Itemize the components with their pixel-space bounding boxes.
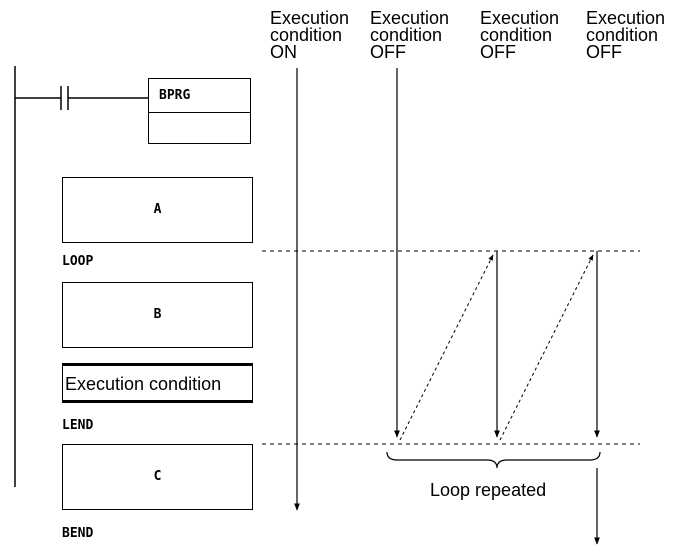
header-line: OFF <box>586 42 622 62</box>
loop-label: LOOP <box>62 254 94 269</box>
bprg-divider <box>149 112 250 113</box>
bend-label: BEND <box>62 526 94 541</box>
block-b-label: B <box>153 307 162 322</box>
loop-back-dashed-1 <box>399 254 494 441</box>
header-line: condition <box>480 25 553 45</box>
block-c: C <box>62 444 253 510</box>
lend-label: LEND <box>62 418 94 433</box>
header-line: Execution <box>370 8 450 28</box>
execution-condition-label: Execution condition <box>65 374 222 394</box>
header-line: condition <box>270 25 343 45</box>
header-line: ON <box>270 42 297 62</box>
loop-back-dashed-2 <box>499 254 594 441</box>
loop-brace <box>386 451 601 469</box>
block-b: B <box>62 282 253 348</box>
bprg-instruction-box: BPRG <box>148 78 251 144</box>
header-line: OFF <box>370 42 406 62</box>
header-line: Execution <box>270 8 350 28</box>
header-line: condition <box>370 25 443 45</box>
execution-condition-box: Execution condition <box>62 363 253 403</box>
loop-repeated-label: Loop repeated <box>430 480 547 500</box>
block-a: A <box>62 177 253 243</box>
column-header-off-2: Execution condition OFF <box>480 8 560 62</box>
header-line: OFF <box>480 42 516 62</box>
column-header-on: Execution condition ON <box>270 8 350 62</box>
block-c-label: C <box>153 469 162 484</box>
header-line: condition <box>586 25 659 45</box>
header-line: Execution <box>480 8 560 28</box>
column-header-off-1: Execution condition OFF <box>370 8 450 62</box>
header-line: Execution <box>586 8 666 28</box>
bprg-label: BPRG <box>159 88 191 103</box>
block-a-label: A <box>153 202 162 217</box>
column-header-off-3: Execution condition OFF <box>586 8 666 62</box>
